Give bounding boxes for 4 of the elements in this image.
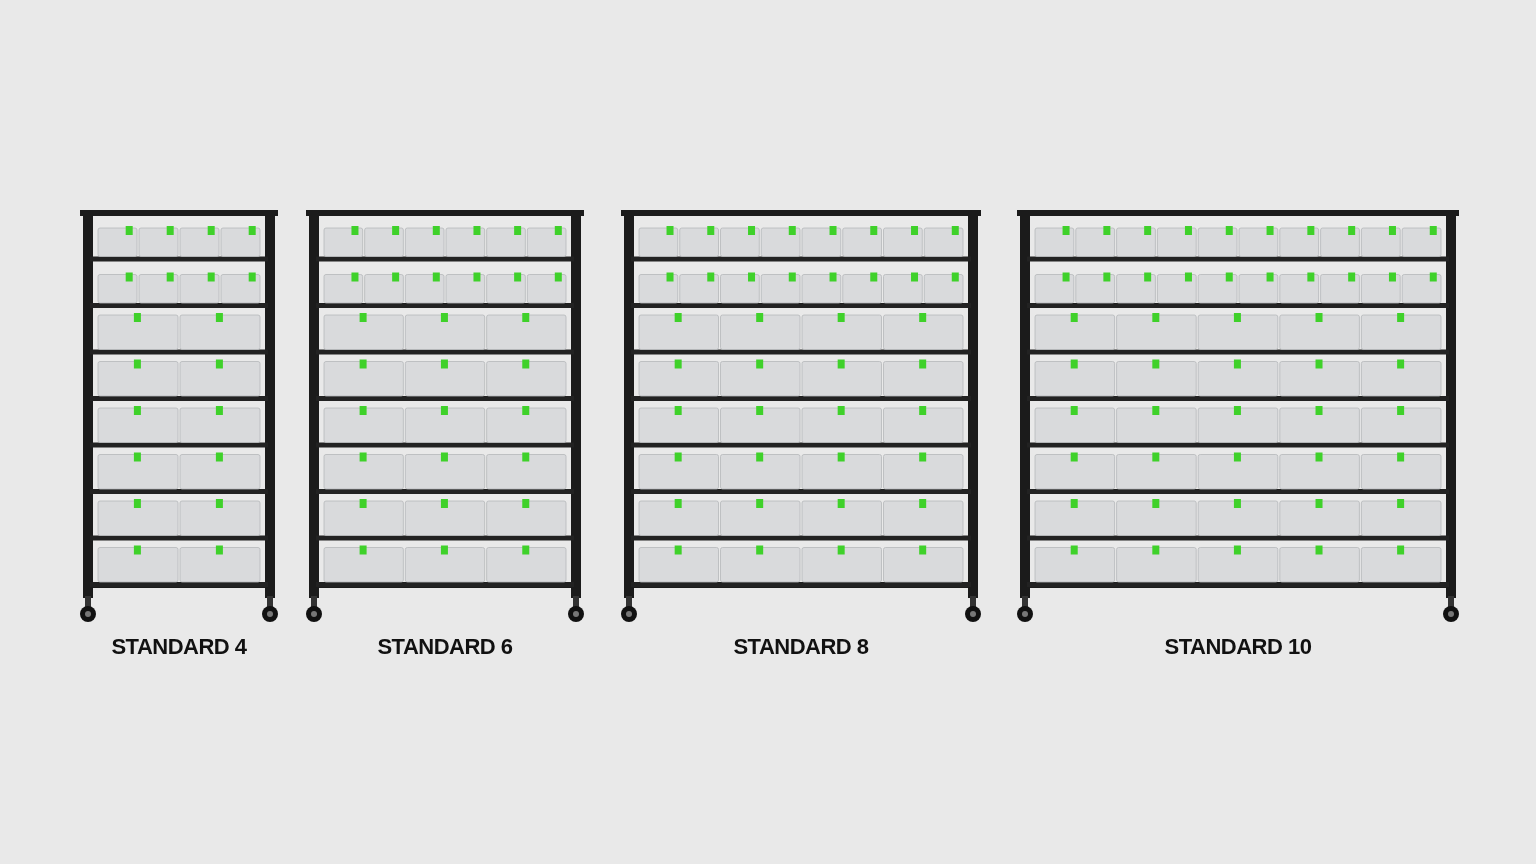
model-label: STANDARD 4 [111, 634, 247, 660]
model-label: STANDARD 10 [1164, 634, 1312, 660]
model-label: STANDARD 6 [377, 634, 513, 660]
model-label: STANDARD 8 [733, 634, 869, 660]
